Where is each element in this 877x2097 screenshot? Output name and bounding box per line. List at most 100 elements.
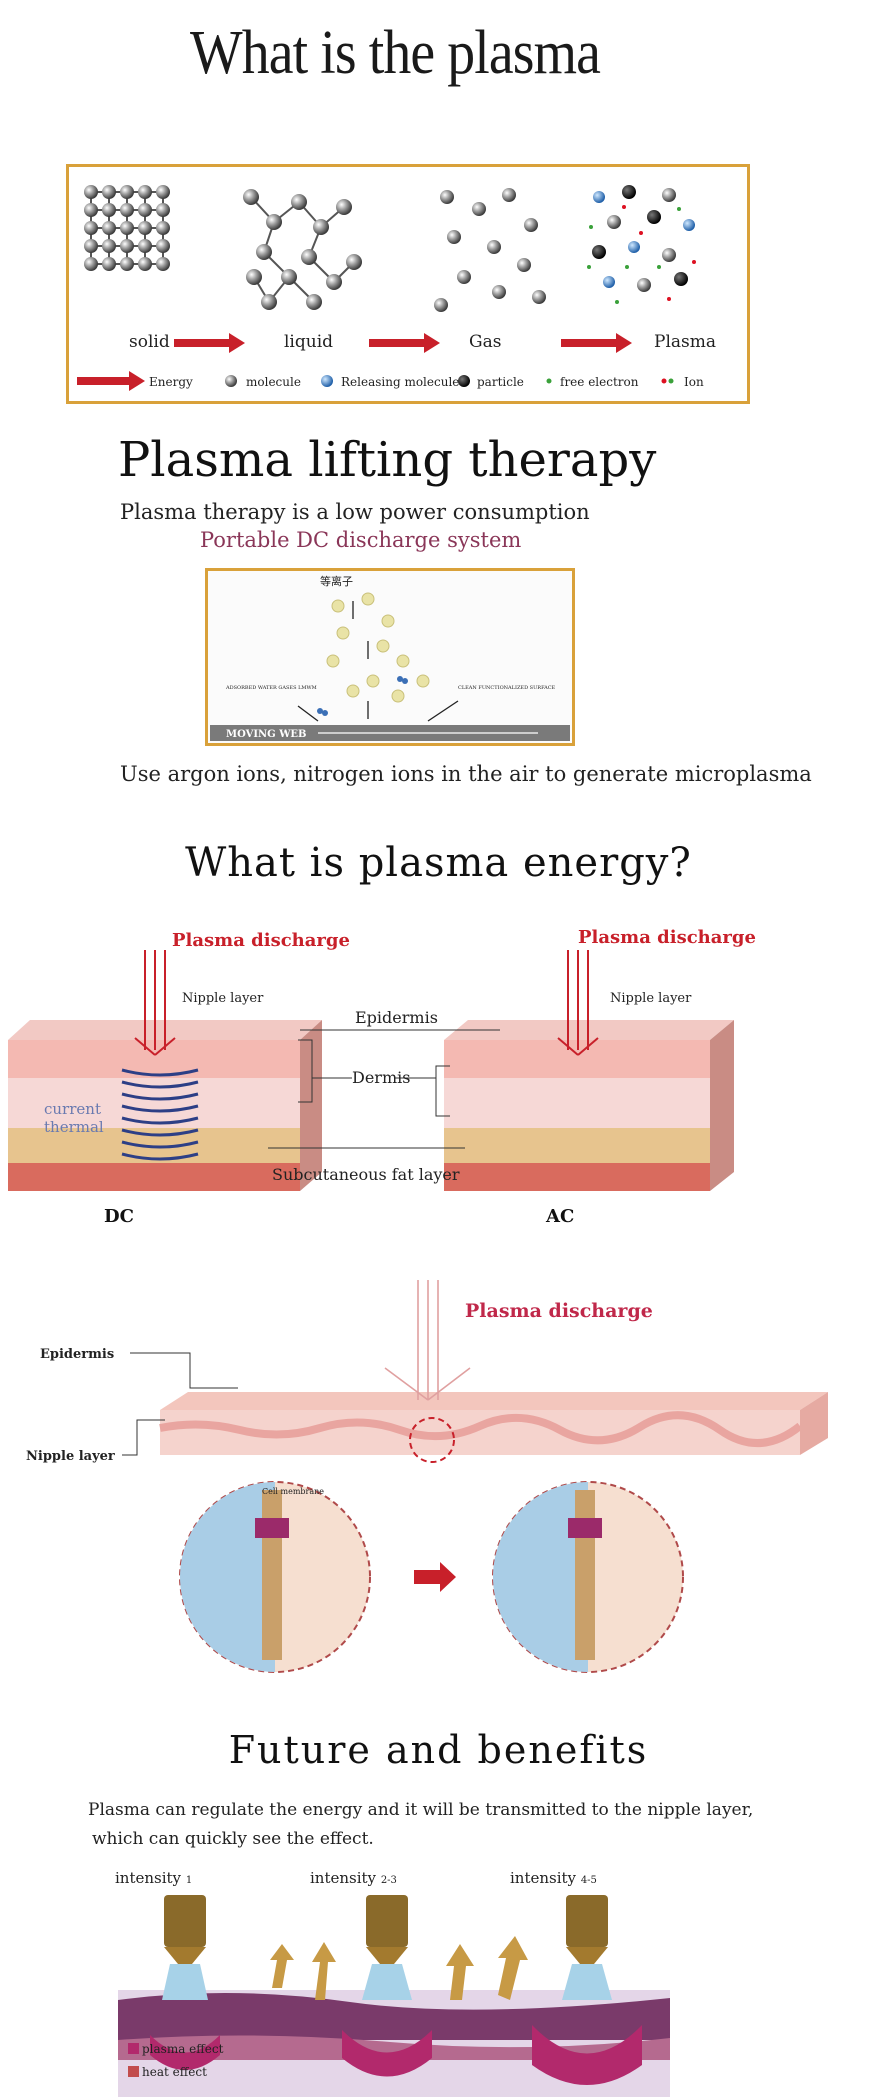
intensity-1-label: intensity 1 xyxy=(115,1869,192,1887)
probe-2 xyxy=(342,1895,432,2077)
dc-ac-figure: Plasma discharge Nipple layer current th… xyxy=(0,910,800,1240)
intensity-2-label: intensity 2-3 xyxy=(310,1869,397,1887)
therapy-line-1: Plasma therapy is a low power consumptio… xyxy=(120,500,590,524)
ion-icon-red xyxy=(661,378,667,384)
legend-electron: free electron xyxy=(560,375,639,389)
ion-icon-green xyxy=(668,378,674,384)
plasma-effect-label: plasma effect xyxy=(142,2042,224,2056)
dc-discharge-arrows xyxy=(134,950,176,1056)
lattice-molecule xyxy=(156,185,170,199)
intensity-svg: intensity 1 intensity 2-3 intensity 4-5 xyxy=(115,1869,670,2097)
plasma-particles xyxy=(587,185,696,304)
section-title-energy: What is plasma energy? xyxy=(185,840,692,886)
lattice-molecule xyxy=(102,257,116,271)
ac-discharge-label: Plasma discharge xyxy=(578,927,756,948)
lattice-molecule xyxy=(120,257,134,271)
section4-discharge-label: Plasma discharge xyxy=(465,1300,653,1322)
liquid-molecules xyxy=(243,189,362,310)
down-arrows xyxy=(297,601,459,722)
probe-1 xyxy=(150,1895,220,2070)
intensity-3-label: intensity 4-5 xyxy=(510,1869,597,1887)
lattice-molecule xyxy=(138,221,152,235)
dc-label: DC xyxy=(104,1206,134,1227)
section-title-therapy: Plasma lifting therapy xyxy=(118,432,657,488)
lattice-molecule xyxy=(120,203,134,217)
focus-circle xyxy=(409,1417,455,1463)
lattice-molecule xyxy=(138,257,152,271)
state-label-liquid: liquid xyxy=(284,332,333,352)
energy-up-arrows xyxy=(270,1936,528,2000)
lattice-molecule xyxy=(84,221,98,235)
current-label: current xyxy=(44,1100,101,1118)
plasma-particles-2 xyxy=(326,592,430,703)
transition-arrows xyxy=(174,333,632,353)
ac-label: AC xyxy=(545,1206,574,1227)
cell-transition-arrow xyxy=(414,1562,456,1592)
lattice-molecule xyxy=(102,221,116,235)
phase-diagram-svg: solid liquid Gas Plasma Energy molecule … xyxy=(77,185,716,391)
phase-diagram: solid liquid Gas Plasma Energy molecule … xyxy=(66,164,750,404)
discharge-beams xyxy=(384,1280,471,1401)
epidermis-label: Epidermis xyxy=(355,1008,438,1027)
discharge-cell-figure: Plasma discharge Epidermis Nipple layer … xyxy=(0,1280,877,1680)
heat-effect-label: heat effect xyxy=(142,2065,207,2079)
legend-releasing: Releasing molecule xyxy=(341,375,459,389)
benefits-text-2: which can quickly see the effect. xyxy=(92,1829,374,1849)
therapy-line-2: Portable DC discharge system xyxy=(200,528,522,552)
lattice-molecule xyxy=(138,239,152,253)
lattice-molecule xyxy=(156,239,170,253)
benefits-text-1: Plasma can regulate the energy and it wi… xyxy=(88,1800,754,1820)
intensity-figure: intensity 1 intensity 2-3 intensity 4-5 xyxy=(110,1860,710,2097)
ac-discharge-arrows xyxy=(557,950,599,1056)
dc-ac-svg: Plasma discharge Nipple layer current th… xyxy=(8,927,756,1227)
probe-3 xyxy=(532,1895,642,2085)
state-label-gas: Gas xyxy=(469,332,501,352)
discharge-cell-svg: Plasma discharge Epidermis Nipple layer … xyxy=(26,1280,828,1673)
section-title-benefits: Future and benefits xyxy=(228,1728,649,1772)
electron-icon xyxy=(546,378,552,384)
skin-slab xyxy=(159,1392,828,1455)
lattice-molecule xyxy=(102,185,116,199)
lattice-molecule xyxy=(156,203,170,217)
functionalized-label: CLEAN FUNCTIONALIZED SURFACE xyxy=(458,685,556,691)
ac-skin-block xyxy=(444,1020,734,1191)
lattice-molecule xyxy=(156,257,170,271)
lattice-molecule xyxy=(120,221,134,235)
legend-ion: Ion xyxy=(684,375,704,389)
legend-molecule: molecule xyxy=(246,375,301,389)
blue-molecules xyxy=(317,676,408,716)
lattice-molecule xyxy=(156,221,170,235)
state-label-solid: solid xyxy=(129,332,170,352)
solid-lattice xyxy=(84,185,170,271)
lattice-molecule xyxy=(84,257,98,271)
moving-web-label: MOVING WEB xyxy=(226,729,307,740)
gas-molecules xyxy=(434,188,546,312)
page-title-plasma: What is the plasma xyxy=(190,19,601,87)
section4-epidermis-label: Epidermis xyxy=(40,1347,114,1362)
plasma-effect-swatch xyxy=(128,2043,139,2054)
nipple-leader xyxy=(122,1419,165,1456)
particle-icon xyxy=(458,375,470,387)
lattice-molecule xyxy=(120,185,134,199)
molecule-icon xyxy=(225,375,237,387)
lattice-molecule xyxy=(102,239,116,253)
plasma-cn-label: 等离子 xyxy=(320,574,353,588)
adsorbed-label: ADSORBED WATER GASES LMWM xyxy=(225,685,317,691)
lattice-molecule xyxy=(84,239,98,253)
cell-membrane-label: Cell membrane xyxy=(262,1487,324,1496)
dermis-label: Dermis xyxy=(352,1068,410,1087)
releasing-molecule-icon xyxy=(321,375,333,387)
fat-layer-label: Subcutaneous fat layer xyxy=(272,1165,460,1184)
legend-energy: Energy xyxy=(149,375,193,389)
lattice-molecule xyxy=(138,203,152,217)
dc-discharge-label: Plasma discharge xyxy=(172,930,350,951)
heat-effect-swatch xyxy=(128,2066,139,2077)
therapy-line-3: Use argon ions, nitrogen ions in the air… xyxy=(120,762,812,786)
ac-nipple-label: Nipple layer xyxy=(610,991,692,1006)
lattice-molecule xyxy=(84,203,98,217)
microplasma-figure: 等离子 ADSORBED WATER GASES LMWM CLEAN FUNC… xyxy=(205,568,575,746)
energy-arrow-icon xyxy=(77,371,145,391)
thermal-label: thermal xyxy=(44,1118,104,1136)
legend-particle: particle xyxy=(477,375,524,389)
lattice-molecule xyxy=(84,185,98,199)
